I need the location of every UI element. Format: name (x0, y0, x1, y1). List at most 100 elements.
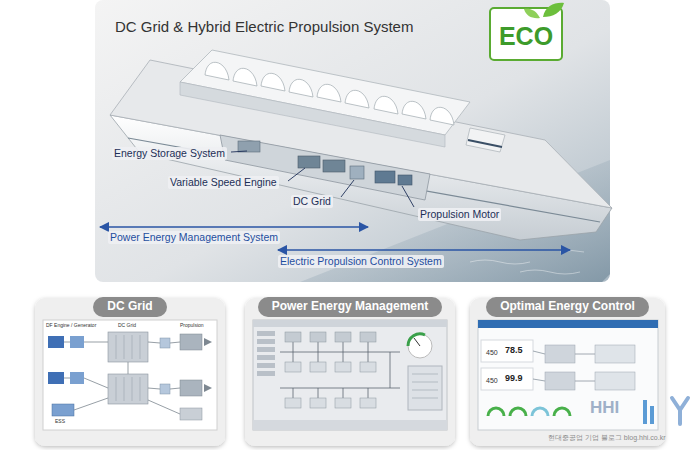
top-panel-ground (520, 270, 580, 274)
energy-control-screenshot (510, 408, 526, 416)
energy-control-screenshot (595, 372, 635, 390)
dc-grid-screenshot (52, 404, 74, 416)
power-management-screenshot (335, 332, 351, 342)
feature-panel: Optimal Energy Control (470, 296, 665, 446)
dc-grid-screenshot (180, 380, 202, 396)
ship-illustration (261, 73, 285, 91)
dc-grid-screenshot (43, 320, 217, 430)
leader-line (288, 168, 305, 181)
energy-control-screenshot (533, 379, 545, 381)
span-arrow (278, 249, 570, 251)
eco-badge-frame (490, 3, 564, 60)
bottom-panel-ground (470, 298, 665, 446)
energy-control-screenshot (545, 345, 575, 363)
eco-badge-frame (543, 3, 564, 17)
screen-label: DC Grid (118, 322, 136, 328)
dc-grid-screenshot (70, 336, 84, 348)
energy-control-screenshot (481, 340, 533, 362)
power-management-screenshot (280, 352, 400, 353)
diagram-title: DC Grid & Hybrid Electric Propulsion Sys… (115, 18, 413, 36)
top-panel-ground (470, 260, 530, 264)
gauge-value: 450 (486, 377, 498, 385)
power-management-screenshot (293, 342, 368, 352)
ship-illustration (238, 141, 260, 152)
dc-grid-screenshot (180, 408, 202, 420)
bottom-panel-ground (35, 298, 225, 446)
ship-illustration (350, 166, 364, 179)
power-management-screenshot (253, 420, 447, 430)
ship-illustration (375, 171, 395, 183)
power-management-screenshot (335, 398, 351, 408)
power-management-screenshot (257, 355, 275, 360)
energy-control-screenshot (488, 408, 504, 416)
ship-illustration (466, 128, 505, 152)
energy-control-screenshot (532, 408, 548, 416)
callout-label: Energy Storage System (112, 147, 227, 160)
ship-illustration (289, 79, 313, 97)
ship-illustration (205, 62, 229, 80)
bottom-panel-ground (245, 298, 455, 446)
dc-grid-screenshot (43, 320, 217, 430)
leader-line (231, 151, 247, 152)
arrow-label: Power Energy Management System (108, 231, 280, 244)
dc-grid-screenshot (148, 388, 160, 389)
ship-illustration (233, 68, 257, 86)
panel-header: DC Grid (93, 297, 166, 317)
ship-illustration (110, 50, 612, 240)
screen-label: ESS (55, 418, 65, 424)
energy-control-screenshot (478, 320, 658, 328)
arrow-label: Electric Propulsion Control System (278, 255, 444, 268)
power-management-screenshot (257, 331, 275, 336)
power-management-screenshot (257, 363, 275, 368)
dc-grid-screenshot (128, 362, 129, 374)
power-management-screenshot (285, 398, 301, 408)
power-management-screenshot (253, 320, 447, 327)
span-arrow (100, 226, 368, 228)
energy-control-screenshot (595, 345, 635, 363)
ship-illustration (398, 175, 412, 185)
dc-grid-screenshot (148, 342, 160, 343)
gauge-value: 99.9 (505, 373, 523, 384)
ship-illustration (345, 90, 369, 108)
screen-label: DF Engine / Generator (46, 322, 96, 328)
leader-line (341, 180, 354, 197)
dc-grid-screenshot (116, 335, 140, 401)
dc-grid-screenshot (180, 334, 202, 350)
ship-illustration (220, 135, 430, 200)
power-management-screenshot (293, 352, 368, 362)
ship-illustration (430, 107, 454, 125)
power-management-screenshot (280, 342, 400, 398)
callout-label: DC Grid (291, 195, 333, 208)
dc-grid-screenshot (108, 332, 148, 362)
dc-grid-screenshot (64, 342, 70, 343)
dc-grid-screenshot (84, 378, 108, 388)
gauge-value: 450 (486, 349, 498, 357)
energy-control-screenshot (575, 381, 595, 382)
energy-control-screenshot (554, 408, 570, 416)
dc-grid-screenshot (170, 342, 180, 343)
power-management-screenshot (310, 362, 326, 372)
dc-grid-screenshot (148, 400, 180, 414)
power-management-screenshot (360, 398, 376, 408)
energy-control-screenshot (478, 320, 658, 430)
power-management-screenshot (257, 347, 275, 352)
power-management-screenshot (414, 338, 420, 346)
watermark: 현대중공업 기업 블로그 blog.hhi.co.kr (548, 434, 665, 442)
eco-badge-text: ECO (499, 23, 553, 51)
power-management-screenshot (257, 371, 275, 376)
energy-control-screenshot (650, 406, 654, 424)
power-management-screenshot (360, 332, 376, 342)
dc-grid-screenshot (74, 398, 108, 410)
energy-control-screenshot (533, 351, 545, 354)
power-management-screenshot (293, 388, 368, 398)
gauge-value: 78.5 (505, 345, 523, 356)
dc-grid-screenshot (48, 336, 64, 348)
logo-mark (672, 398, 688, 424)
panel-header: Optimal Energy Control (486, 297, 649, 317)
energy-control-screenshot (643, 400, 647, 424)
power-management-screenshot (310, 398, 326, 408)
ship-illustration (298, 156, 320, 168)
bottom-panel-ground (35, 298, 665, 446)
